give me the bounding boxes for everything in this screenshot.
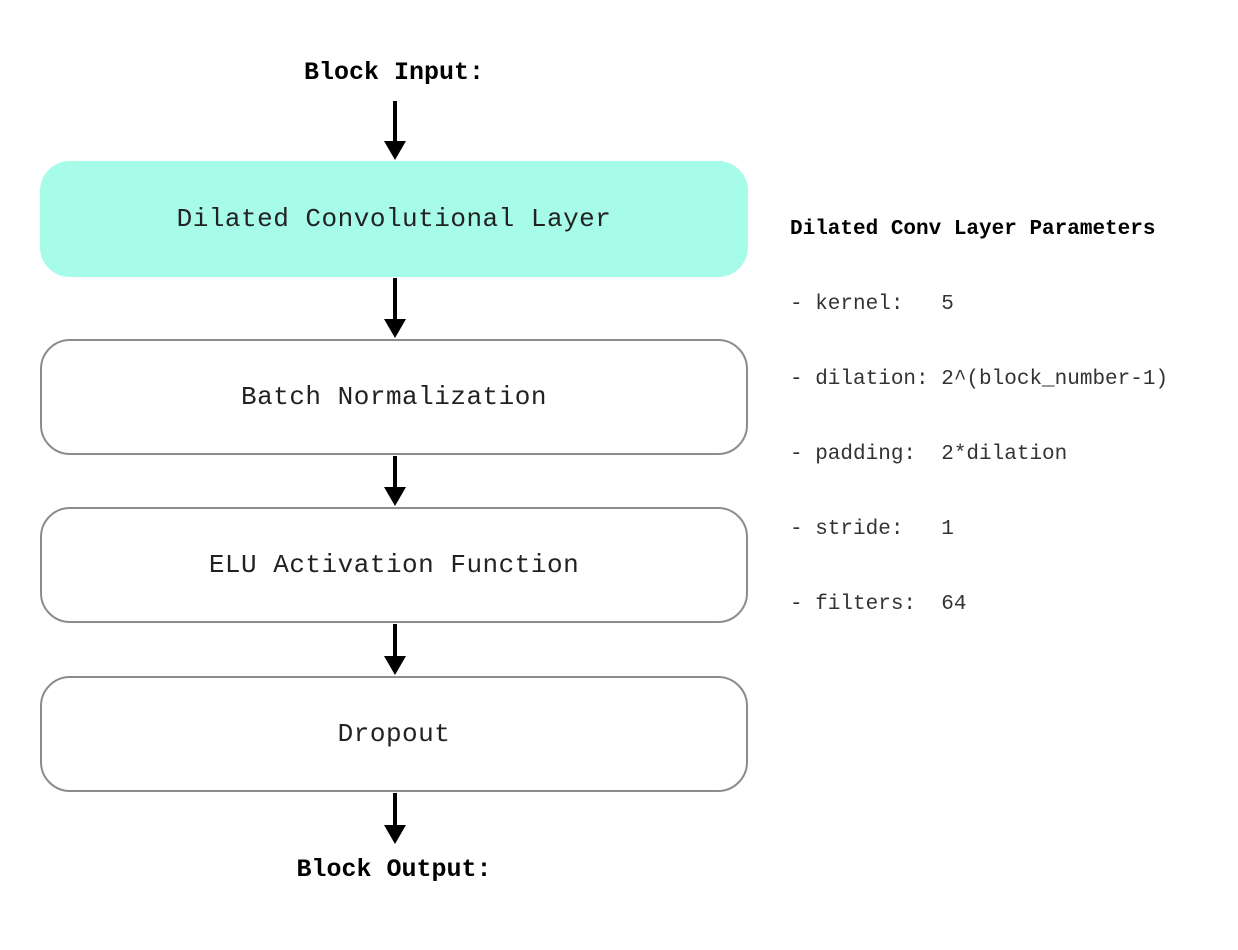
batch-normalization-label: Batch Normalization: [241, 382, 547, 412]
param-filters: - filters: 64: [790, 593, 967, 616]
elu-activation-label: ELU Activation Function: [208, 550, 580, 580]
param-stride: - stride: 1: [790, 518, 954, 541]
elu-activation-box: ELU Activation Function: [40, 507, 748, 623]
param-padding: - padding: 2*dilation: [790, 443, 1068, 466]
batch-normalization-box: Batch Normalization: [40, 339, 748, 455]
param-dilation: - dilation: 2^(block_number-1): [790, 368, 1169, 391]
dilated-conv-layer-box: Dilated Convolutional Layer: [40, 161, 748, 277]
arrow-input-to-conv: [384, 101, 406, 160]
conv-parameters-title: Dilated Conv Layer Parameters: [790, 218, 1156, 241]
dropout-label: Dropout: [337, 719, 451, 749]
block-output-label: Block Output:: [296, 855, 492, 884]
dropout-box: Dropout: [40, 676, 748, 792]
arrow-conv-to-bn: [384, 278, 406, 338]
conv-parameters-panel: Dilated Conv Layer Parameters - kernel: …: [790, 167, 1168, 642]
arrow-elu-to-dropout: [384, 624, 406, 675]
block-input-label: Block Input:: [303, 58, 485, 87]
arrow-dropout-to-output: [384, 793, 406, 844]
arrow-bn-to-elu: [384, 456, 406, 506]
param-kernel: - kernel: 5: [790, 293, 954, 316]
dilated-conv-layer-label: Dilated Convolutional Layer: [176, 204, 612, 234]
